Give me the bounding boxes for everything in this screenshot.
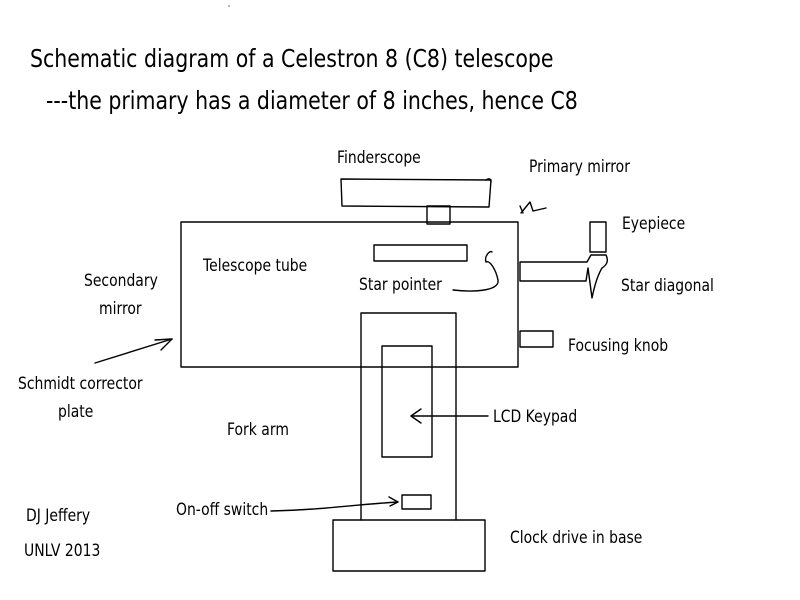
label-lcd-keypad: LCD Keypad — [493, 407, 578, 427]
label-telescope-tube: Telescope tube — [203, 256, 308, 276]
label-star-diagonal: Star diagonal — [621, 276, 714, 296]
telescope-tube — [180, 221, 519, 368]
label-secondary-mirror-line2: mirror — [99, 299, 142, 319]
on-off-switch — [401, 494, 432, 510]
credit-affiliation: UNLV 2013 — [24, 541, 101, 561]
eyepiece — [589, 221, 607, 253]
on-off-switch-arrowhead — [388, 496, 399, 507]
label-focusing-knob: Focusing knob — [568, 336, 669, 356]
label-schmidt-line2: plate — [58, 402, 94, 422]
stray-dot — [228, 5, 230, 7]
credit-author: DJ Jeffery — [26, 506, 91, 526]
finderscope-tip — [485, 178, 492, 183]
label-clock-drive: Clock drive in base — [510, 528, 643, 548]
label-primary-mirror: Primary mirror — [529, 157, 630, 177]
primary-mirror-pointer-tick — [519, 205, 524, 214]
finderscope-body — [340, 178, 492, 208]
lcd-keypad-arrowhead — [410, 408, 422, 424]
diagram-subtitle: ---the primary has a diameter of 8 inche… — [46, 86, 578, 115]
lcd-keypad — [381, 345, 433, 458]
label-secondary-mirror-line1: Secondary — [84, 271, 158, 291]
label-star-pointer: Star pointer — [359, 275, 442, 295]
secondary-mirror-arrowhead — [154, 338, 173, 351]
on-off-switch-arrow — [270, 501, 399, 512]
label-on-off-switch: On-off switch — [176, 500, 269, 520]
label-eyepiece: Eyepiece — [622, 214, 686, 234]
primary-mirror-pointer — [520, 201, 547, 214]
secondary-mirror-arrow — [94, 338, 173, 364]
diagram-title: Schematic diagram of a Celestron 8 (C8) … — [30, 44, 554, 73]
label-finderscope: Finderscope — [337, 148, 421, 168]
focusing-knob — [519, 330, 554, 348]
finderscope-mount — [426, 205, 451, 225]
label-fork-arm: Fork arm — [227, 420, 289, 440]
star-pointer-leader — [452, 250, 499, 292]
label-schmidt-line1: Schmidt corrector — [18, 374, 143, 394]
clock-drive-base — [332, 519, 486, 572]
star-diagonal — [519, 254, 609, 299]
fork-arm — [360, 312, 457, 521]
star-pointer-body — [373, 244, 468, 262]
